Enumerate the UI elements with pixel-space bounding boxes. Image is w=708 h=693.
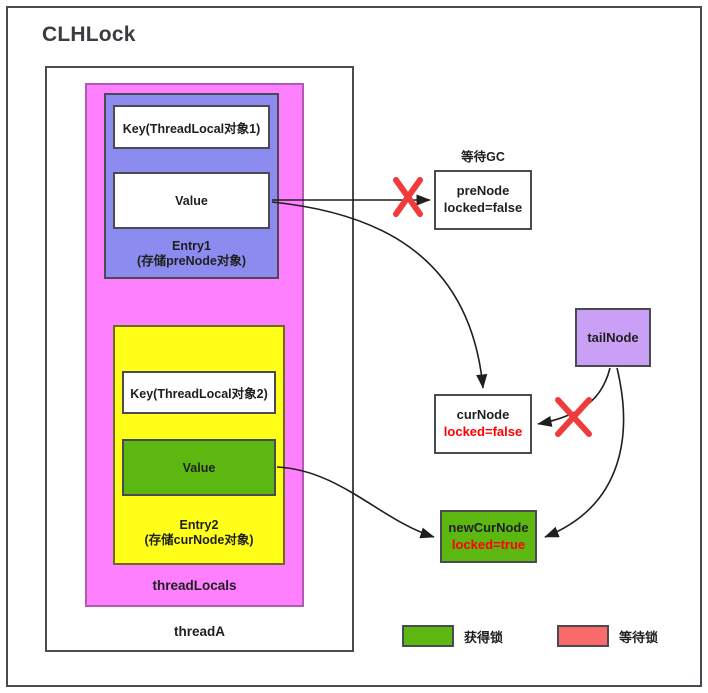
new-cur-node-name: newCurNode (448, 519, 529, 535)
legend-label-acquired: 获得锁 (464, 629, 504, 645)
entry1-caption: Entry1 (存储preNode对象) (137, 239, 246, 270)
entry1-key-label: Key(ThreadLocal对象1) (122, 121, 261, 136)
entry1-value-box: Value (113, 172, 270, 229)
legend-label-waiting: 等待锁 (619, 629, 659, 645)
entry1-key-box: Key(ThreadLocal对象1) (113, 105, 270, 149)
thread-locals-label: threadLocals (152, 578, 237, 593)
tail-node-box: tailNode (575, 308, 651, 367)
legend: 获得锁 等待锁 (402, 624, 658, 648)
page-title: CLHLock (42, 23, 136, 46)
entry2-key-box: Key(ThreadLocal对象2) (122, 371, 276, 414)
entry1-value-label: Value (175, 193, 208, 208)
entry2-key-label: Key(ThreadLocal对象2) (130, 387, 268, 401)
entry2-subcaption: (存储curNode对象) (144, 533, 254, 548)
tail-node-name: tailNode (587, 330, 639, 345)
entry1-name: Entry1 (172, 238, 211, 253)
legend-item-acquired: 获得锁 (402, 625, 503, 647)
legend-item-waiting: 等待锁 (557, 625, 658, 647)
new-cur-node-locked: locked=true (451, 536, 526, 552)
entry2-name: Entry2 (179, 517, 219, 532)
pre-node-box: preNode locked=false (434, 170, 532, 230)
cur-node-name: curNode (456, 407, 510, 423)
entry1-subcaption: (存储preNode对象) (136, 254, 247, 269)
entry2-caption: Entry2 (存储curNode对象) (144, 518, 253, 549)
thread-a-label: threadA (173, 624, 225, 639)
cur-node-locked: locked=false (443, 424, 523, 439)
entry2-value-label: Value (182, 460, 216, 475)
entry2-value-box: Value (122, 439, 276, 496)
cur-node-box: curNode locked=false (434, 394, 532, 454)
legend-swatch-waiting (557, 625, 610, 647)
legend-swatch-acquired (402, 625, 454, 647)
wait-gc-label: 等待GC (461, 150, 505, 164)
new-cur-node-box: newCurNode locked=true (440, 510, 537, 563)
pre-node-locked: locked=false (443, 200, 523, 215)
pre-node-name: preNode (456, 183, 510, 199)
